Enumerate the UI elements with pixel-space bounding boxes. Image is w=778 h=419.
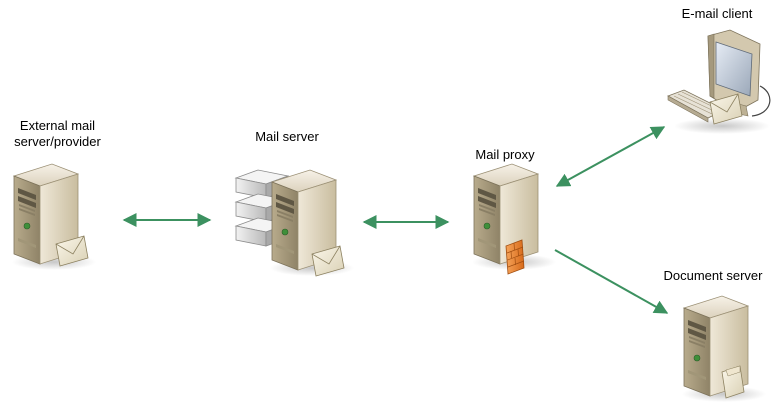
arrow-proxy-docserver [554, 249, 669, 314]
mail-proxy-icon [471, 163, 557, 275]
mail-server-label: Mail server [255, 129, 319, 144]
external-label-line2: server/provider [14, 134, 101, 149]
external-mail-server-label: External mail server/provider [0, 118, 115, 150]
mail-proxy-label: Mail proxy [475, 147, 535, 162]
external-mail-server-icon [11, 163, 97, 271]
firewall-icon [505, 239, 525, 275]
mail-server-icon [234, 169, 355, 277]
email-client-label: E-mail client [681, 6, 753, 21]
document-server-icon [681, 295, 767, 403]
document-icon [721, 365, 745, 399]
external-label-line1: External mail [19, 118, 96, 133]
arrow-proxy-client [555, 126, 666, 187]
document-server-label: Document server [663, 268, 763, 283]
email-client-icon [667, 29, 771, 134]
